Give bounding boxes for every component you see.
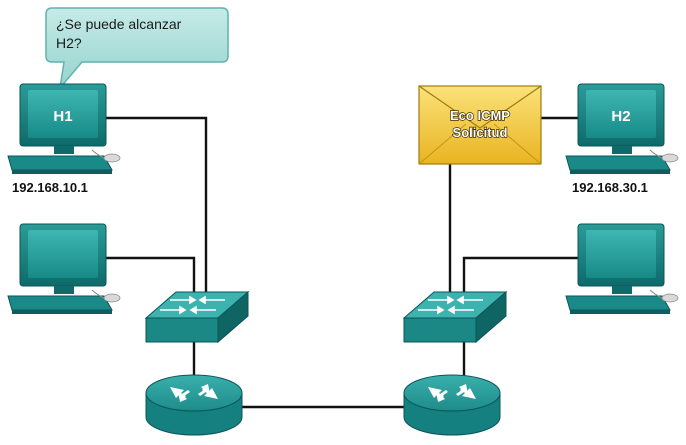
packet-line-2: Solicitud — [453, 125, 508, 140]
computer-icon — [7, 83, 121, 174]
envelope-icon: Eco ICMP Solicitud — [418, 85, 542, 165]
bubble-line-1: ¿Se puede alcanzar — [56, 16, 182, 32]
packet-line-1: Eco ICMP — [450, 108, 510, 123]
host-h1-ip: 192.168.10.1 — [12, 180, 88, 195]
host-h1-label: H1 — [53, 108, 72, 125]
switch-left — [144, 290, 250, 344]
computer-icon — [565, 83, 679, 174]
computer-icon — [7, 223, 121, 314]
switch-right — [402, 290, 508, 344]
router-icon — [403, 374, 501, 436]
host-h2: H2 — [565, 83, 679, 174]
link-h1-switch-left — [104, 116, 208, 292]
bubble-line-2: H2? — [56, 35, 82, 51]
speech-bubble: ¿Se puede alcanzar H2? — [45, 7, 229, 91]
host-pc-right — [565, 223, 679, 314]
host-h2-ip: 192.168.30.1 — [572, 180, 648, 195]
link-pc-left-switch-left — [104, 256, 196, 292]
router-icon — [145, 374, 243, 436]
router-left — [145, 374, 243, 436]
computer-icon — [565, 223, 679, 314]
host-h1: H1 — [7, 83, 121, 174]
switch-icon — [402, 290, 508, 344]
router-right — [403, 374, 501, 436]
links — [104, 116, 580, 409]
link-pc-right-switch-right — [462, 256, 580, 292]
host-h2-label: H2 — [611, 108, 630, 125]
host-pc-left — [7, 223, 121, 314]
switch-icon — [144, 290, 250, 344]
